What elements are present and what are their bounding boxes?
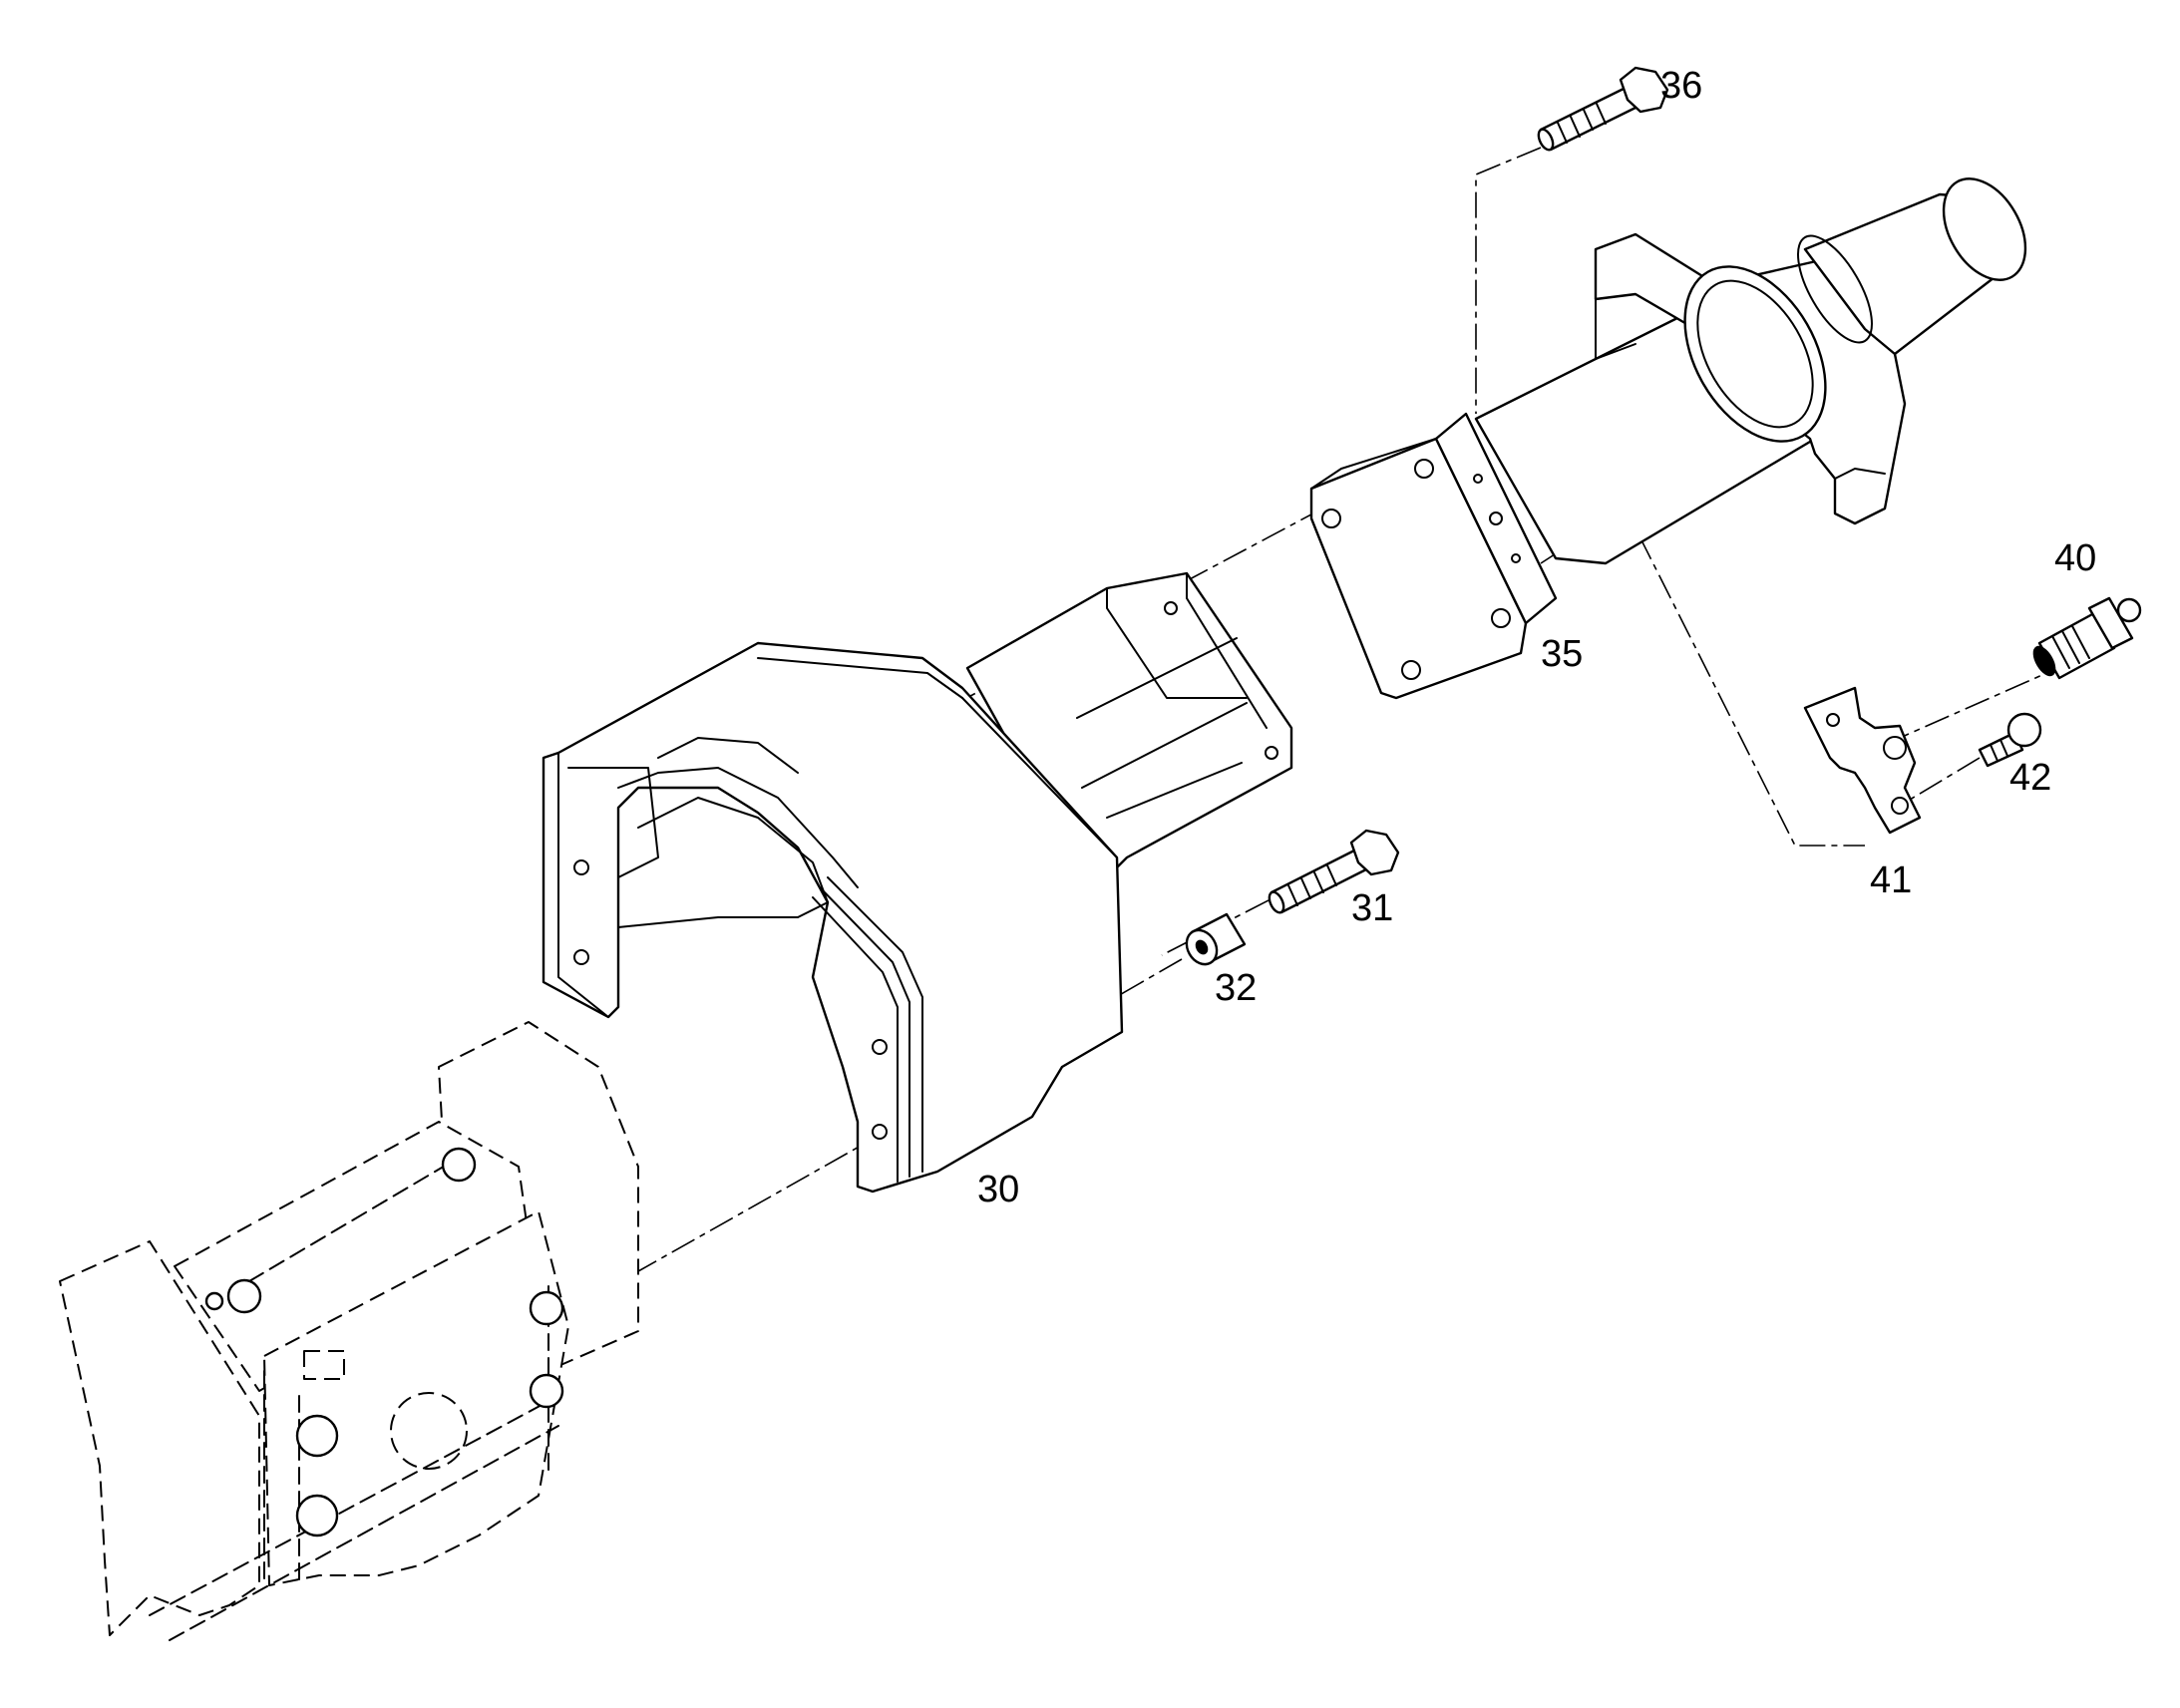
callout-41: 41 bbox=[1870, 859, 1912, 901]
part-32-spacer bbox=[1185, 912, 1247, 966]
leader-body-lower bbox=[637, 1131, 887, 1272]
yoke-inner-sweep-2 bbox=[637, 797, 829, 903]
yoke-right-arm-plate-2 bbox=[819, 886, 910, 1178]
yoke-right-arm-plate-3 bbox=[812, 896, 899, 1183]
yoke-left-arm-edge bbox=[567, 767, 659, 878]
screw-head bbox=[2006, 712, 2042, 748]
yoke-upper-box-edge-3 bbox=[1081, 702, 1248, 789]
housing-bolt-3-icon bbox=[529, 1290, 564, 1326]
part-42-screw bbox=[1978, 712, 2042, 768]
plate-side-hole-2 bbox=[1489, 512, 1503, 525]
spacer-bore bbox=[1195, 939, 1209, 955]
main-shaft-assembly bbox=[1474, 177, 2027, 565]
housing-bolt-6-icon bbox=[295, 1494, 339, 1537]
fitting-nipple bbox=[2116, 597, 2142, 623]
housing-lower-rail-2 bbox=[169, 1425, 559, 1641]
bolt-31-tip bbox=[1268, 890, 1285, 914]
bolt-31-thread bbox=[1287, 864, 1337, 906]
yoke-right-arm-plate-1 bbox=[827, 876, 923, 1173]
yoke-hole-1 bbox=[573, 859, 589, 875]
fitting-hex bbox=[2087, 596, 2134, 650]
plate-hole-3 bbox=[1401, 660, 1421, 680]
plate-hole-1 bbox=[1321, 509, 1341, 528]
flange-boss-inner bbox=[1696, 279, 1814, 429]
part-35-mounting-plate bbox=[1309, 412, 1558, 700]
flange-edge-2 bbox=[1834, 468, 1886, 480]
housing-bolt-1-icon bbox=[226, 1278, 262, 1314]
yoke-hole-3 bbox=[872, 1039, 888, 1055]
housing-bolt-5-icon bbox=[295, 1414, 339, 1458]
housing-slot bbox=[303, 1350, 345, 1380]
yoke-upper-box-edge-4 bbox=[1106, 762, 1243, 819]
housing-bolts bbox=[204, 1147, 564, 1537]
yoke-upper-box-edge-5 bbox=[1186, 572, 1268, 729]
yoke-top-edge bbox=[757, 657, 963, 699]
yoke-inner-sweep-4 bbox=[657, 737, 799, 774]
housing-top-edge bbox=[248, 1151, 470, 1282]
callouts: 30 31 32 35 36 40 41 42 bbox=[977, 65, 2096, 1210]
yoke-upper-hole-2 bbox=[1265, 746, 1278, 760]
shaft-end-face bbox=[1942, 177, 2027, 281]
yoke-upper-box-edge bbox=[1106, 587, 1248, 699]
plate-hole-4 bbox=[1491, 608, 1511, 628]
yoke-hole-2 bbox=[573, 949, 589, 965]
part-40-fitting bbox=[2032, 596, 2142, 680]
part-41-bracket bbox=[1803, 686, 1922, 835]
plate-side-hole-3 bbox=[1511, 553, 1521, 563]
flange-boss bbox=[1683, 265, 1827, 443]
yoke-upper-box-edge-2 bbox=[1076, 637, 1238, 719]
leader-screw-42 bbox=[1899, 757, 1981, 807]
housing-top-plate bbox=[174, 1121, 530, 1392]
shaft-collar bbox=[1797, 234, 1873, 344]
plate-side-hole-1 bbox=[1473, 474, 1483, 484]
bracket-hole-2 bbox=[1883, 736, 1907, 760]
machine-housing-phantom bbox=[59, 1021, 639, 1641]
bolt-36-head bbox=[1619, 66, 1669, 114]
flange-edge-1 bbox=[1595, 298, 1636, 360]
housing-lower-rail bbox=[149, 1395, 559, 1616]
housing-bolt-7-icon bbox=[204, 1291, 224, 1311]
callout-30: 30 bbox=[977, 1169, 1019, 1210]
leader-fitting-40 bbox=[1899, 662, 2070, 739]
part-36-bolt bbox=[1537, 66, 1669, 152]
callout-35: 35 bbox=[1541, 633, 1583, 675]
fitting-base bbox=[2032, 645, 2056, 677]
callout-42: 42 bbox=[2009, 757, 2051, 799]
callout-40: 40 bbox=[2054, 537, 2096, 579]
plate-hole-2 bbox=[1414, 459, 1434, 479]
yoke-inner-sweep-1 bbox=[617, 767, 859, 888]
part-31-bolt bbox=[1268, 829, 1400, 914]
leader-bolt-36 bbox=[1475, 147, 1542, 414]
callout-31: 31 bbox=[1351, 887, 1393, 929]
bracket-hole-1 bbox=[1826, 713, 1840, 727]
callout-36: 36 bbox=[1660, 65, 1702, 107]
callout-32: 32 bbox=[1215, 967, 1257, 1009]
bolt-31-head bbox=[1349, 829, 1400, 876]
bracket-hole-3 bbox=[1891, 797, 1909, 815]
housing-center-bore bbox=[390, 1392, 468, 1470]
yoke-hole-4 bbox=[872, 1124, 888, 1140]
yoke-left-arm-face bbox=[557, 752, 609, 1018]
bolt-36-thread bbox=[1557, 103, 1607, 144]
housing-bolt-4-icon bbox=[529, 1373, 564, 1409]
fitting-thread bbox=[2051, 625, 2090, 669]
plate-thickness bbox=[1310, 438, 1437, 490]
housing-side-slab bbox=[59, 1240, 260, 1636]
screw-thread bbox=[1990, 739, 2008, 762]
yoke-side-edge bbox=[961, 697, 1118, 858]
yoke-upper-hole-1 bbox=[1164, 601, 1178, 615]
housing-bolt-2-icon bbox=[441, 1147, 477, 1183]
bolt-36-tip bbox=[1537, 128, 1555, 152]
yoke-inner-sweep-3 bbox=[617, 901, 829, 928]
part-30-yoke-body bbox=[542, 571, 1293, 1194]
